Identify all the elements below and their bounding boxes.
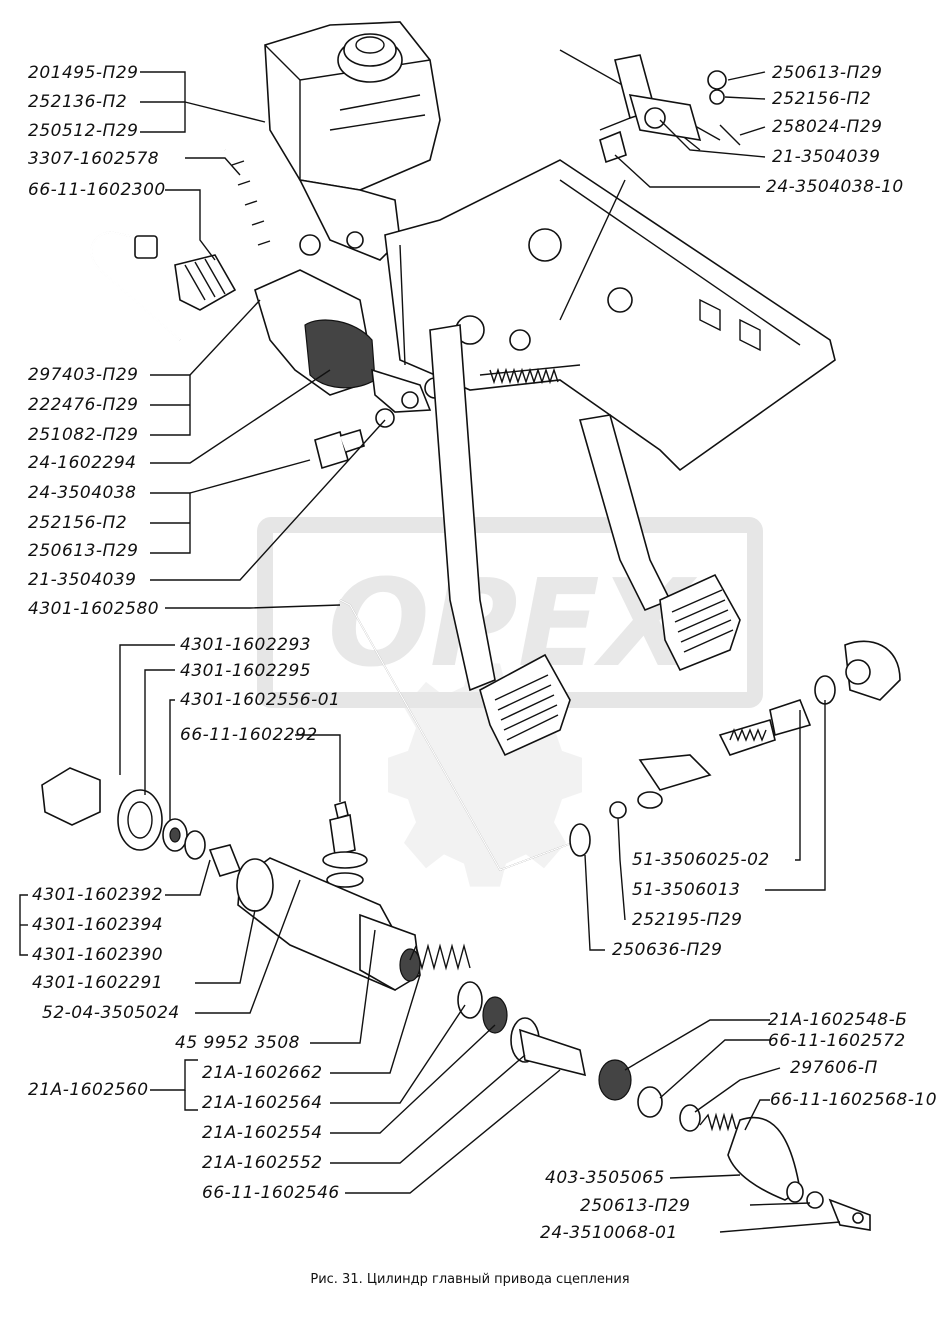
leader-lines (19, 71, 841, 1233)
clutch-pedal (429, 324, 571, 757)
part-label: 52-04-3505024 (42, 1003, 180, 1023)
pin-assembly (559, 54, 741, 321)
brake-pedal (578, 414, 741, 672)
labels-left-top: 201495-П29 252136-П2 250512-П29 3307-160… (28, 63, 166, 200)
part-label: 251082-П29 (28, 425, 138, 445)
push-rod (339, 599, 581, 871)
part-label: 51-3506025-02 (632, 850, 770, 870)
labels-left-mid: 297403-П29 222476-П29 251082-П29 24-1602… (28, 365, 159, 619)
pedal-bracket (384, 49, 836, 472)
part-label: 403-3505065 (545, 1168, 665, 1188)
part-label: 66-11-1602546 (202, 1183, 340, 1203)
labels-right-mid: 51-3506025-02 51-3506013 252195-П29 2506… (612, 850, 770, 960)
part-label: 4301-1602392 (32, 885, 163, 905)
part-label: 4301-1602291 (32, 973, 163, 993)
part-label: 24-3504038 (28, 483, 136, 503)
part-label: 4301-1602556-01 (180, 690, 340, 710)
bolt (314, 428, 365, 470)
part-label: 21-3504039 (772, 147, 880, 167)
part-label: 24-3510068-01 (540, 1223, 678, 1243)
part-label: 21А-1602564 (202, 1093, 323, 1113)
part-label: 24-3504038-10 (766, 177, 904, 197)
part-label: 21А-1602548-Б (768, 1010, 907, 1030)
labels-right-bottom: 21А-1602548-Б 66-11-1602572 297606-П 66-… (540, 1010, 937, 1243)
part-label: 66-11-1602300 (28, 180, 166, 200)
part-label: 21А-1602662 (202, 1063, 323, 1083)
part-label: 252136-П2 (28, 92, 127, 112)
part-label: 201495-П29 (28, 63, 138, 83)
labels-left-lower: 4301-1602293 4301-1602295 4301-1602556-0… (180, 635, 340, 745)
part-label: 21А-1602554 (202, 1123, 323, 1143)
part-label: 252156-П2 (772, 89, 871, 109)
part-label: 4301-1602390 (32, 945, 163, 965)
part-label: 3307-1602578 (28, 149, 159, 169)
part-label: 51-3506013 (632, 880, 740, 900)
part-label: 222476-П29 (28, 395, 138, 415)
labels-right-top: 250613-П29 252156-П2 258024-П29 21-35040… (766, 63, 904, 197)
hose (218, 147, 277, 282)
part-label: 252195-П29 (632, 910, 742, 930)
part-label: 250613-П29 (580, 1196, 690, 1216)
part-label: 297403-П29 (28, 365, 138, 385)
part-label: 4301-1602293 (180, 635, 311, 655)
pipe-left (90, 230, 237, 341)
part-label: 250613-П29 (28, 541, 138, 561)
part-label: 66-11-1602292 (180, 725, 318, 745)
part-label: 66-11-1602572 (768, 1031, 906, 1051)
part-label: 21-3504039 (28, 570, 136, 590)
part-label: 297606-П (790, 1058, 878, 1078)
part-label: 4301-1602295 (180, 661, 311, 681)
labels-left-bottom: 4301-1602392 4301-1602394 4301-1602390 4… (28, 885, 340, 1203)
part-label: 258024-П29 (772, 117, 882, 137)
part-label: 24-1602294 (28, 453, 136, 473)
part-label: 45 9952 3508 (175, 1033, 300, 1053)
figure-caption: Рис. 31. Цилиндр главный привода сцеплен… (310, 1272, 629, 1287)
part-label: 250613-П29 (772, 63, 882, 83)
part-label: 21А-1602560 (28, 1080, 149, 1100)
part-label: 21А-1602552 (202, 1153, 323, 1173)
part-label: 66-11-1602568-10 (770, 1090, 937, 1110)
part-label: 4301-1602580 (28, 599, 159, 619)
part-label: 252156-П2 (28, 513, 127, 533)
part-label: 250512-П29 (28, 121, 138, 141)
part-label: 4301-1602394 (32, 915, 163, 935)
lower-exploded-assembly (41, 640, 901, 1231)
part-label: 250636-П29 (612, 940, 722, 960)
reservoir-assembly (264, 21, 441, 261)
